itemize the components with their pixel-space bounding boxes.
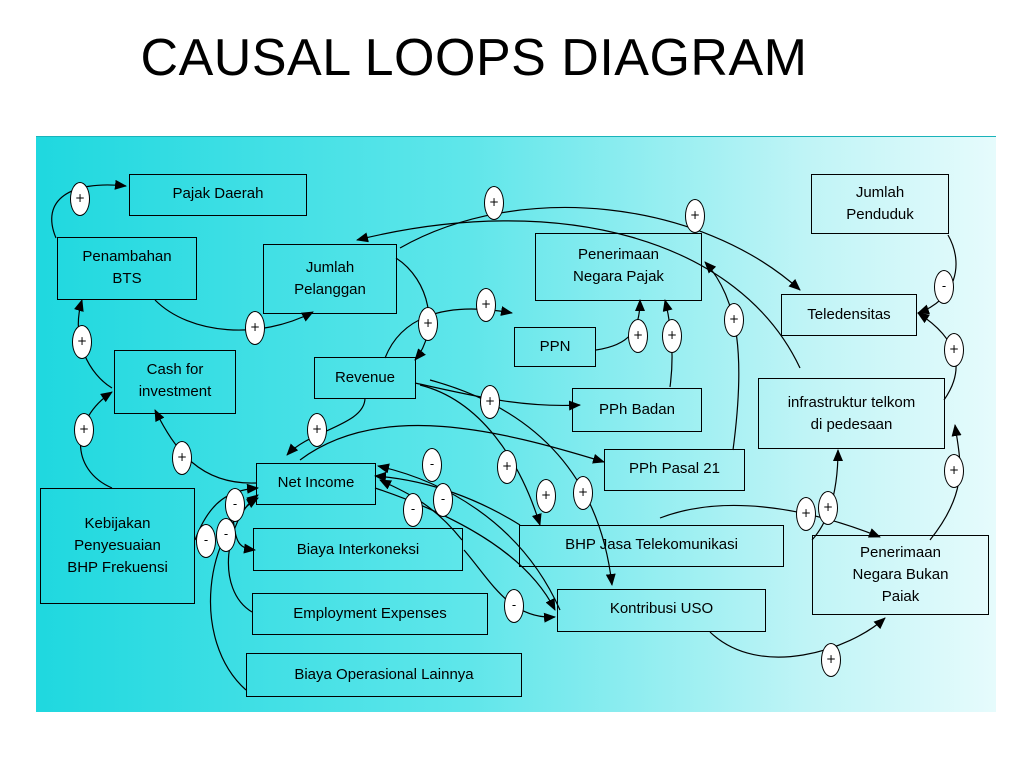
link-netincome-cash (154, 409, 257, 484)
link-uso-netincome (377, 463, 561, 611)
polarity-sign: + (818, 491, 838, 525)
polarity-sign: + (307, 413, 327, 447)
link-pph21-pnp (704, 261, 740, 451)
node-penerimaan-negara-pajak: Penerimaan Negara Pajak (535, 233, 702, 301)
polarity-sign: + (821, 643, 841, 677)
node-biaya-interkoneksi: Biaya Interkoneksi (253, 528, 463, 571)
polarity-sign: + (662, 319, 682, 353)
polarity-sign: + (74, 413, 94, 447)
polarity-sign: + (172, 441, 192, 475)
link-revenue-pelanggan (395, 257, 430, 361)
polarity-sign: + (628, 319, 648, 353)
node-pajak-daerah: Pajak Daerah (129, 174, 307, 216)
link-pelanggan-teledensitas (399, 206, 801, 291)
link-bhp-pnbp (659, 504, 881, 538)
node-bhp-jasa: BHP Jasa Telekomunikasi (519, 525, 784, 567)
polarity-sign: - (504, 589, 524, 623)
node-employment-expenses: Employment Expenses (252, 593, 488, 635)
polarity-sign: - (216, 518, 236, 552)
node-penambahan-bts: Penambahan BTS (57, 237, 197, 300)
node-pph-pasal-21: PPh Pasal 21 (604, 449, 745, 491)
node-cash-for-investment: Cash for investment (114, 350, 236, 414)
polarity-sign: + (476, 288, 496, 322)
node-pnbp: Penerimaan Negara Bukan Paiak (812, 535, 989, 615)
polarity-sign: + (724, 303, 744, 337)
link-revenue-bhp (419, 384, 542, 526)
polarity-sign: + (536, 479, 556, 513)
link-bts-pelanggan (154, 299, 314, 331)
node-net-income: Net Income (256, 463, 376, 505)
polarity-sign: + (944, 454, 964, 488)
node-jumlah-pelanggan: Jumlah Pelanggan (263, 244, 397, 314)
link-pelanggan-arc (356, 220, 801, 369)
node-kontribusi-uso: Kontribusi USO (557, 589, 766, 632)
polarity-sign: + (70, 182, 90, 216)
polarity-sign: + (418, 307, 438, 341)
node-pph-badan: PPh Badan (572, 388, 702, 432)
polarity-sign: + (796, 497, 816, 531)
polarity-sign: - (403, 493, 423, 527)
link-revenue-uso (429, 379, 616, 586)
node-ppn: PPN (514, 327, 596, 367)
polarity-sign: + (944, 333, 964, 367)
polarity-sign: + (480, 385, 500, 419)
polarity-sign: - (433, 483, 453, 517)
node-jumlah-penduduk: Jumlah Penduduk (811, 174, 949, 234)
polarity-sign: + (685, 199, 705, 233)
polarity-sign: + (484, 186, 504, 220)
link-uso-pnbp (709, 617, 886, 658)
page-title: CAUSAL LOOPS DIAGRAM (140, 29, 808, 87)
polarity-sign: + (245, 311, 265, 345)
node-teledensitas: Teledensitas (781, 294, 917, 336)
link-netincome-pph21 (299, 424, 605, 464)
link-revenue-netincome (286, 397, 366, 456)
polarity-sign: - (422, 448, 442, 482)
polarity-sign: + (573, 476, 593, 510)
link-bhp-netincome (374, 471, 521, 526)
polarity-sign: - (196, 524, 216, 558)
node-biaya-operasional: Biaya Operasional Lainnya (246, 653, 522, 697)
link-interkoneksi-uso (463, 549, 556, 623)
node-revenue: Revenue (314, 357, 416, 399)
polarity-sign: + (497, 450, 517, 484)
node-kebijakan: Kebijakan Penyesuaian BHP Frekuensi (40, 488, 195, 604)
polarity-sign: + (72, 325, 92, 359)
node-infrastruktur: infrastruktur telkom di pedesaan (758, 378, 945, 449)
polarity-sign: - (934, 270, 954, 304)
polarity-sign: - (225, 488, 245, 522)
link-bts-pajak-daerah (51, 179, 127, 239)
